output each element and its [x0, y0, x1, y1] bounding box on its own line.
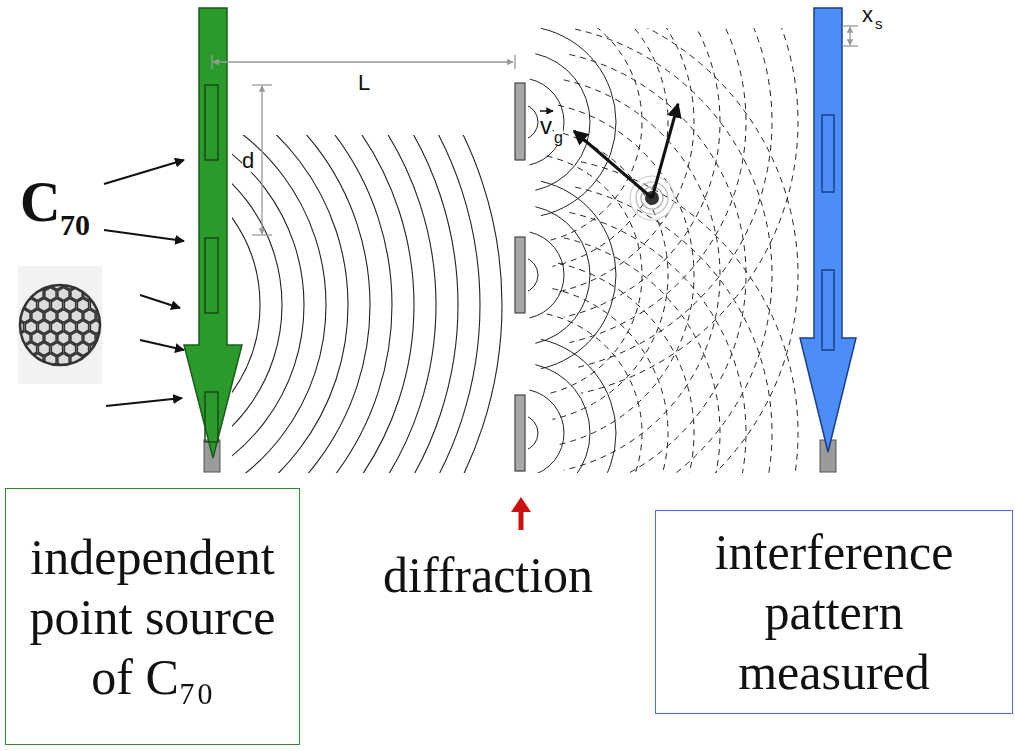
diffraction-label: diffraction — [383, 550, 593, 600]
species-subscript: 70 — [60, 210, 90, 240]
period-dimension — [252, 85, 272, 235]
source-pointers — [104, 160, 184, 406]
period-label: d — [242, 150, 254, 172]
scattering-molecule — [540, 104, 678, 220]
fullerene-picture — [12, 266, 121, 384]
velocity-label: v — [540, 114, 552, 138]
diffracted-wavefronts — [528, 28, 798, 473]
length-label: L — [358, 72, 370, 94]
shift-label: x — [862, 4, 873, 26]
detector-arrow — [800, 8, 856, 472]
incoming-wavefronts — [232, 135, 502, 473]
shift-dimension — [842, 26, 858, 46]
diffraction-pointer — [511, 497, 531, 530]
species-symbol: C — [20, 174, 60, 230]
diffraction-grating — [515, 83, 525, 471]
box-text: independent point source of C₇₀ — [16, 527, 289, 707]
velocity-subscript: g — [554, 130, 563, 146]
source-arrow — [184, 8, 242, 472]
source-box: independent point source of C₇₀ — [5, 488, 300, 745]
shift-subscript: s — [875, 16, 883, 31]
measurement-box: interference pattern measured — [655, 510, 1013, 714]
length-dimension — [212, 55, 515, 69]
box-text: interference pattern measured — [666, 522, 1002, 702]
